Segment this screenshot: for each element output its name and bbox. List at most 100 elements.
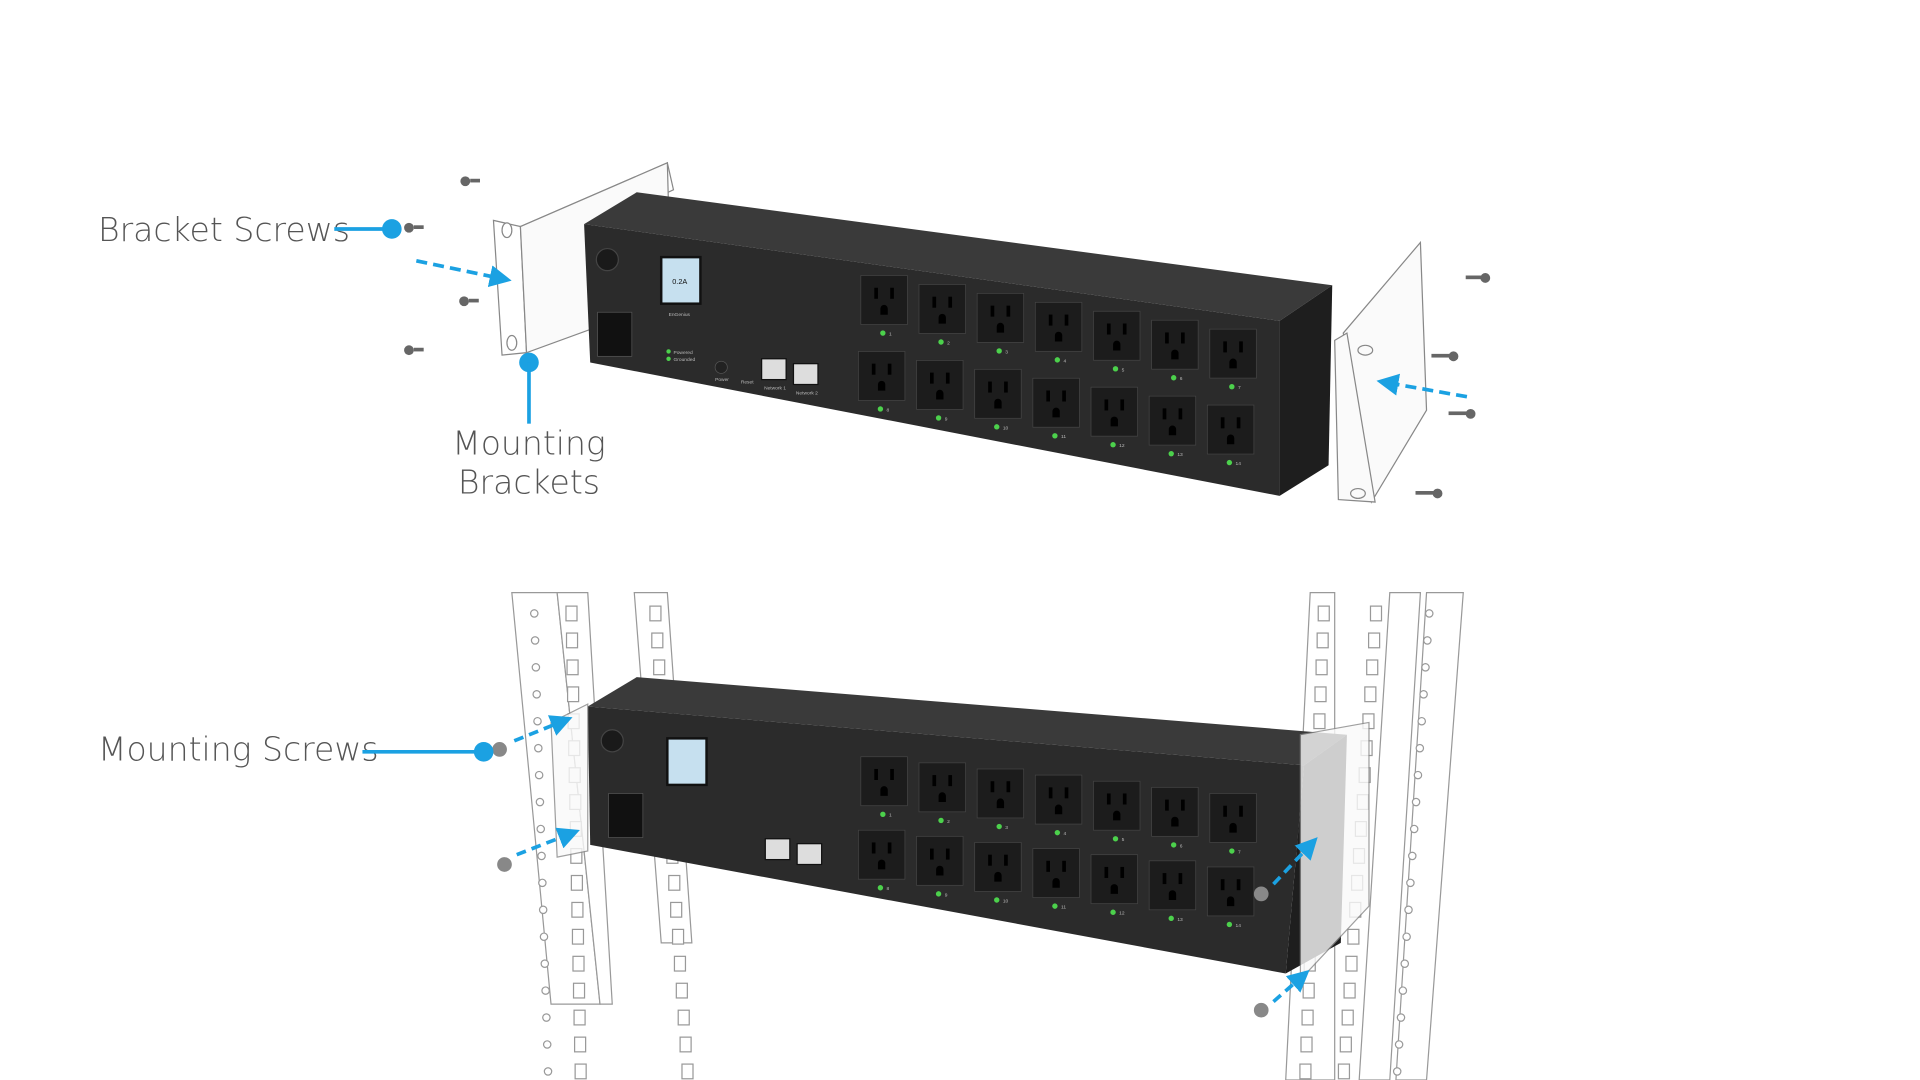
outlet-led [1054, 829, 1061, 836]
outlet-number: 2 [947, 819, 950, 825]
outlet-number: 5 [1122, 367, 1125, 373]
outlet: 1 [860, 756, 908, 819]
grounded-label: Grounded [673, 357, 695, 363]
outlet-led [877, 406, 884, 412]
brand-text: EnGenius [669, 312, 691, 318]
outlet-led [1168, 450, 1174, 457]
screw-icon [492, 742, 507, 757]
powered-label: Powered [673, 350, 693, 356]
outlet: 13 [1148, 395, 1197, 458]
outlet: 11 [1032, 848, 1080, 911]
rack-brackets [550, 703, 1370, 982]
outlet: 8 [858, 351, 906, 413]
screw-icon [1253, 1002, 1269, 1018]
outlet-number: 10 [1003, 898, 1009, 904]
ground-knob [595, 247, 619, 272]
outlet-number: 1 [889, 813, 892, 819]
outlet-number: 9 [945, 892, 948, 898]
outlet-number: 7 [1238, 849, 1241, 855]
insert-arrow [415, 259, 512, 287]
reset-label: Reset [741, 379, 754, 385]
outlet-number: 6 [1180, 376, 1183, 382]
outlet: 12 [1090, 386, 1138, 449]
outlet: 2 [918, 284, 966, 346]
outlet-number: 10 [1003, 425, 1009, 431]
outlet-led [1110, 909, 1116, 915]
outlet-number: 12 [1119, 911, 1125, 917]
outlet-led [1168, 915, 1174, 922]
top-assembly: 0.2A EnGenius Powered Grounded Power Res… [98, 161, 1491, 504]
grounded-led [666, 356, 671, 361]
outlet-number: 13 [1177, 917, 1183, 923]
outlet: 3 [976, 293, 1025, 355]
screw-icon [1465, 273, 1491, 283]
mounting-screws-label: Mounting Screws [98, 729, 379, 768]
outlet-led [994, 897, 1000, 903]
screw-icon [404, 222, 424, 233]
outlet-led [877, 885, 884, 891]
network-port-2[interactable] [792, 363, 819, 386]
outlet-led [1110, 442, 1116, 448]
screw-icon [1448, 408, 1476, 419]
outlet-number: 5 [1122, 837, 1125, 843]
outlet-number: 4 [1063, 358, 1066, 364]
outlet: 12 [1090, 854, 1138, 917]
screw-icon [1253, 886, 1269, 902]
power-button[interactable] [714, 360, 728, 374]
callout-dot [382, 219, 402, 239]
outlet: 11 [1032, 377, 1080, 440]
outlet-led [1112, 366, 1119, 372]
chassis-top-face [584, 192, 1333, 321]
outlet: 9 [916, 359, 964, 422]
outlet-number: 4 [1063, 831, 1066, 837]
screw-icon [404, 345, 424, 356]
outlet: 6 [1151, 319, 1199, 382]
mounting-brackets-label-1: Mounting [452, 423, 606, 462]
network1-label: Network 1 [764, 385, 786, 391]
outlet: 10 [974, 368, 1022, 431]
outlet-led [1229, 383, 1235, 390]
insert-arrow [1376, 373, 1468, 399]
outlet: 14 [1206, 866, 1255, 929]
outlet-number: 11 [1061, 905, 1066, 911]
outlet-led [1170, 375, 1177, 381]
screw-icon [459, 296, 479, 307]
outlet-led [1054, 357, 1061, 363]
outlet-number: 3 [1005, 825, 1008, 831]
mounting-screws [492, 742, 1269, 1018]
mounting-brackets-label-2: Brackets [458, 462, 600, 501]
lcd-display [660, 255, 702, 305]
outlet-led [996, 823, 1002, 830]
outlet-led [880, 811, 886, 817]
screw-icon [460, 176, 480, 187]
outlet: 13 [1148, 860, 1197, 923]
outlet: 8 [858, 829, 906, 892]
powered-led [666, 349, 671, 354]
screw-icon [497, 857, 512, 872]
outlet-number: 13 [1177, 452, 1183, 458]
outlet-led [1229, 848, 1235, 854]
outlet-number: 12 [1119, 443, 1125, 449]
outlet: 7 [1209, 793, 1257, 855]
pdu-chassis-top: 0.2A EnGenius Powered Grounded Power Res… [584, 192, 1333, 496]
outlet-led [935, 415, 942, 421]
outlet-number: 8 [887, 407, 890, 413]
outlet-number: 6 [1180, 843, 1183, 849]
outlet-led [935, 891, 942, 897]
network2-label: Network 2 [796, 390, 818, 396]
outlet: 4 [1034, 301, 1083, 364]
outlet-led [994, 424, 1000, 430]
outlet: 2 [918, 762, 966, 825]
outlet-number: 9 [945, 416, 948, 422]
outlet-number: 14 [1236, 923, 1242, 929]
outlet: 6 [1151, 786, 1199, 849]
bracket-screws-label: Bracket Screws [98, 210, 350, 249]
display-value: 0.2A [672, 277, 687, 286]
right-mounting-bracket [1334, 240, 1428, 504]
network-port-1[interactable] [761, 358, 787, 381]
outlet-led [1226, 921, 1233, 928]
